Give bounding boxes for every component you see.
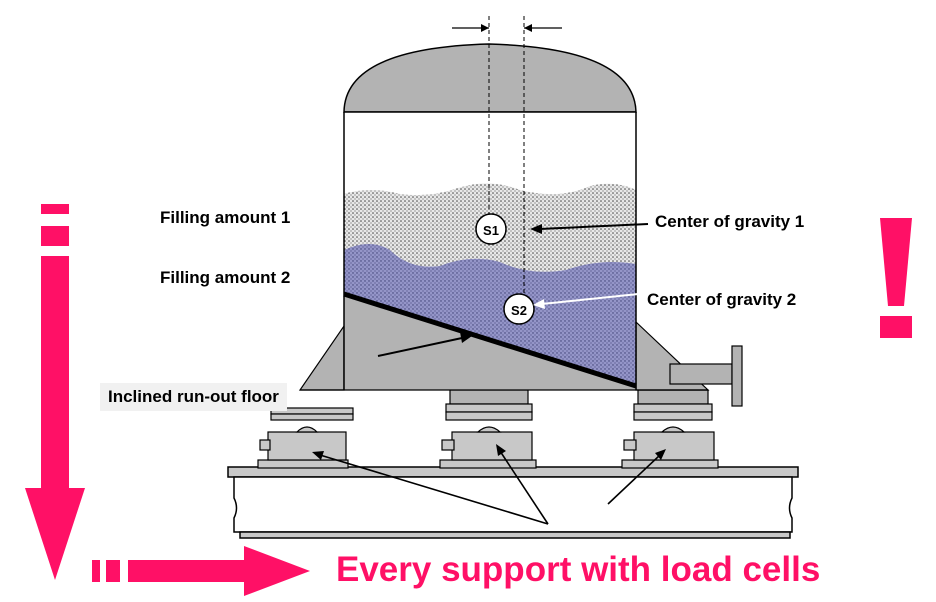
s2-marker: S2: [503, 293, 535, 325]
load-cell-left: [257, 426, 349, 469]
inclined-floor-label: Inclined run-out floor: [100, 383, 287, 411]
filling-amount-2-label: Filling amount 2: [160, 268, 291, 287]
s1-marker: S1: [475, 213, 507, 245]
load-cell-right: [621, 426, 719, 469]
headline: Every support with load cells: [336, 550, 821, 589]
filling-2-region: [344, 244, 636, 388]
load-cell-middle: [439, 426, 537, 469]
s1-label: S1: [483, 223, 499, 238]
center-of-gravity-1-label: Center of gravity 1: [655, 212, 805, 231]
s2-label: S2: [511, 303, 527, 318]
outlet-pipe: [669, 345, 743, 407]
centerlines: [452, 16, 562, 300]
support-feet: [270, 389, 713, 421]
vertical-arrow-icon: [25, 204, 85, 580]
exclamation-icon: [880, 218, 912, 338]
horizontal-arrow-icon: [92, 546, 310, 596]
pointer-arrows: [312, 223, 666, 525]
filling-amount-1-label: Filling amount 1: [160, 208, 291, 227]
base-beam: [227, 466, 799, 539]
inclined-floor-line: [343, 291, 637, 389]
center-of-gravity-2-label: Center of gravity 2: [647, 290, 797, 309]
